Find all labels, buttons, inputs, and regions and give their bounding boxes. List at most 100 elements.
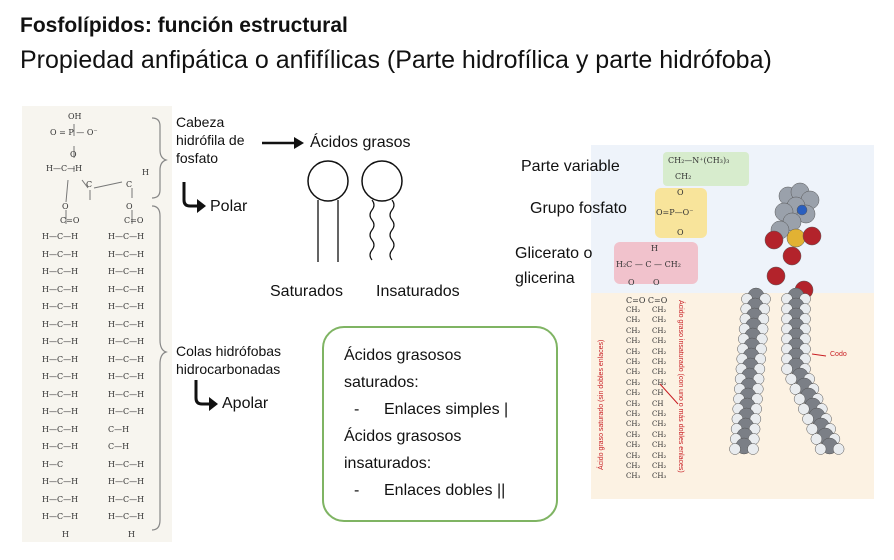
unsaturated-chain-unit: H—C—H — [108, 302, 145, 311]
legend-unsaturated-item: -Enlaces dobles || — [354, 482, 506, 499]
right-unsaturated-unit: CH₂ — [652, 441, 667, 450]
unsaturated-chain-unit: H—C—H — [108, 319, 145, 329]
saturated-chain-unit: H—C—H — [42, 477, 79, 486]
kink-label: Codo — [830, 351, 847, 358]
oxygen-atom — [802, 226, 822, 246]
tail-hydrogen — [798, 403, 810, 415]
right-unsaturated-unit: CH₂ — [652, 347, 667, 356]
right-saturated-unit: CH₂ — [626, 451, 641, 460]
glycerol-carbon-1: H—C—H — [46, 164, 83, 173]
unsaturated-chain-unit: H—C—H — [108, 372, 145, 381]
chain-end-hydrogen-2: H — [128, 530, 135, 539]
right-saturated-unit: CH₂ — [626, 347, 641, 356]
right-saturated-unit: CH₂ — [626, 306, 641, 314]
unsaturated-chain-unit: H—C—H — [108, 459, 145, 469]
page-subtitle: Propiedad anfipática o anfifílicas (Part… — [20, 46, 772, 74]
tail-hydrogen — [802, 413, 814, 425]
hydrophobic-region — [591, 293, 874, 499]
oxygen-label: O — [70, 150, 77, 159]
unsaturated-chain-unit: H—C—H — [108, 232, 145, 241]
tail-hydrogen — [810, 433, 823, 445]
carbonyl-2: C=O — [124, 216, 144, 225]
tail-hydrogen — [789, 383, 802, 395]
nitrogen-atom — [796, 204, 808, 216]
tail-hydrogen — [832, 443, 845, 455]
phosphate-group-box — [655, 188, 707, 238]
glycerol-box — [614, 242, 698, 284]
right-saturated-unit: CH₂ — [626, 389, 641, 398]
saturated-chain-unit: H—C—H — [42, 249, 79, 259]
unsaturated-chain-unit: H—C—H — [108, 477, 145, 486]
right-unsaturated-unit: CH₂ — [652, 326, 667, 335]
saturated-chain-unit: H—C—H — [42, 512, 79, 521]
unsaturated-chain-unit: C—H — [108, 442, 130, 451]
tail-hydrogen — [747, 443, 759, 455]
saturated-chain-unit: H—C—H — [42, 302, 79, 311]
right-unsaturated-unit: CH₂ — [652, 316, 667, 325]
saturated-label: Saturados — [270, 283, 343, 300]
saturated-chain-unit: H—C—H — [42, 424, 79, 434]
phosphate-label: O = P — O⁻ — [50, 128, 98, 137]
variable-part-box — [663, 152, 749, 186]
saturated-chain-unit: H—C—H — [42, 372, 79, 381]
right-saturated-unit: CH₂ — [626, 358, 641, 366]
oxygen-atom — [782, 246, 802, 266]
right-saturated-unit: CH₂ — [626, 337, 641, 346]
phosphate-group-label: Grupo fosfato — [530, 200, 627, 217]
right-unsaturated-unit: CH — [652, 399, 664, 408]
tail-hydrogen — [814, 443, 827, 455]
fatty-acids-heading: Ácidos grasos — [310, 134, 411, 151]
glycerol-oxygen-1: O — [628, 278, 635, 287]
saturated-chain-unit: H—C—H — [42, 354, 79, 364]
tail-hydrogen — [793, 393, 806, 405]
saturated-chain-unit: H—C—H — [42, 284, 79, 294]
tail-hydrogen — [729, 443, 741, 455]
right-unsaturated-unit: CH — [652, 389, 664, 398]
oxygen-atom — [764, 230, 784, 250]
glycerol-formula: H₂C — C — CH₂ — [616, 260, 681, 269]
saturated-chain-unit: H—C—H — [42, 319, 79, 329]
right-unsaturated-unit: CH₂ — [652, 462, 667, 470]
saturated-chain-unit: H—C—H — [42, 494, 79, 504]
saturated-chain-unit: H—C — [42, 459, 64, 469]
right-saturated-unit: CH₂ — [626, 368, 641, 377]
right-saturated-unit: CH₂ — [626, 420, 641, 429]
head-oxygen-1: O — [677, 188, 684, 197]
right-saturated-unit: CH₂ — [626, 399, 641, 408]
ester-oxygen-2: O — [126, 202, 133, 211]
unsaturated-chain-unit: H—C—H — [108, 249, 145, 259]
unsaturated-chain-unit: H—C—H — [108, 389, 145, 399]
structure-lines — [65, 124, 133, 224]
tails-label: Colas hidrófobas hidrocarbonadas — [176, 343, 282, 377]
tail-hydrogen — [806, 423, 818, 435]
phosphorus-atom — [786, 228, 806, 248]
head-oxygen-2: O — [677, 228, 684, 237]
right-unsaturated-unit: CH₂ — [652, 420, 667, 429]
right-saturated-unit: CH₃ — [626, 472, 641, 481]
unsaturated-chain-unit: C—H — [108, 424, 130, 434]
unsaturated-chain-unit: H—C—H — [108, 512, 145, 521]
glycerate-label: Glicerato o glicerina — [515, 245, 593, 287]
legend-saturated-item: -Enlaces simples | — [354, 401, 509, 418]
saturated-chain-unit: H—C—H — [42, 407, 79, 416]
saturated-chain-unit: H—C—H — [42, 389, 79, 399]
unsaturated-chain-unit: H—C—H — [108, 494, 145, 504]
head-label: Cabeza hidrófila de fosfato — [176, 114, 245, 166]
right-unsaturated-unit: CH₃ — [652, 472, 667, 481]
unsaturated-chain-unit: H—C—H — [108, 337, 145, 346]
tail-hydrogen — [781, 363, 793, 375]
variable-part-label: Parte variable — [521, 158, 620, 175]
right-saturated-unit: CH₂ — [626, 462, 641, 470]
page-title: Fosfolípidos: función estructural — [20, 14, 348, 37]
right-saturated-unit: CH₂ — [626, 316, 641, 325]
glycerol-h: H — [651, 244, 658, 253]
oxygen-atom — [766, 266, 786, 286]
fatty-acid-legend: Ácidos grasosos saturados: -Enlaces simp… — [322, 326, 558, 522]
right-saturated-unit: CH₂ — [626, 430, 641, 439]
right-unsaturated-unit: CH₂ — [652, 378, 667, 387]
glycerol-carbon-3: C — [126, 180, 133, 189]
right-unsaturated-unit: CH₂ — [652, 337, 667, 346]
right-unsaturated-unit: CH₂ — [652, 306, 667, 314]
